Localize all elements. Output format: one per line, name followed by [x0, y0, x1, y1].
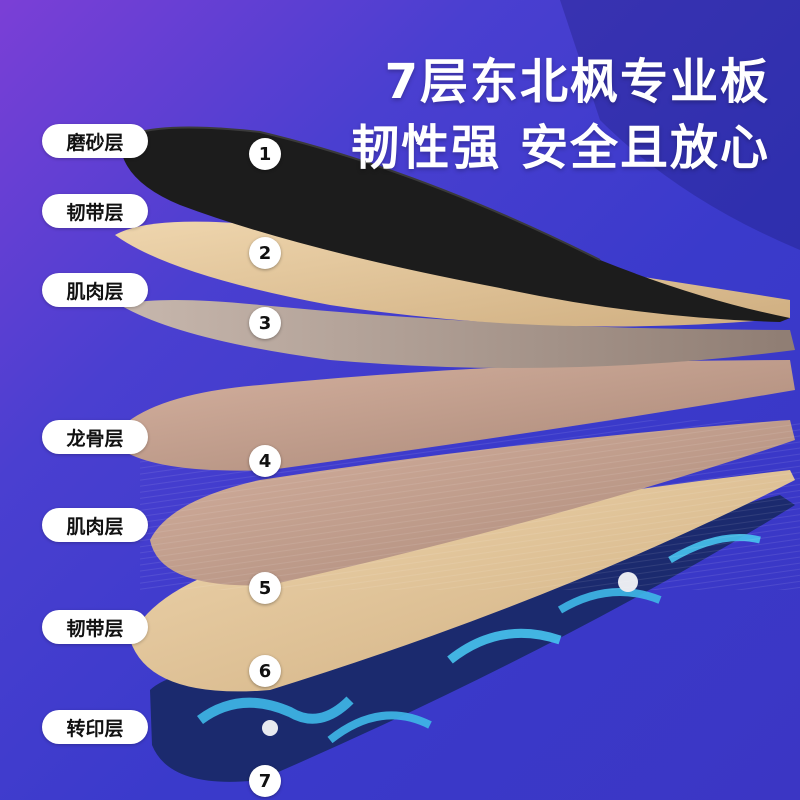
- layer-label-7: 转印层: [42, 710, 148, 744]
- grip-edge-highlight: [119, 126, 601, 261]
- layer-label-4: 龙骨层: [42, 420, 148, 454]
- layer-label-3: 肌肉层: [42, 273, 148, 307]
- layer-4-keel: [110, 360, 795, 471]
- layer-label-2: 韧带层: [42, 194, 148, 228]
- layer-number-5: 5: [249, 572, 281, 604]
- layer-label-1: 磨砂层: [42, 124, 148, 158]
- layer-number-2: 2: [249, 237, 281, 269]
- headline-line-2: 韧性强 安全且放心: [351, 120, 770, 176]
- layer-number-4: 4: [249, 445, 281, 477]
- layer-number-7: 7: [249, 765, 281, 797]
- layer-3-gray-maple: [120, 300, 795, 368]
- layer-number-3: 3: [249, 307, 281, 339]
- headline-line-1: 7层东北枫专业板: [384, 54, 770, 110]
- background-shape: [560, 0, 800, 250]
- layer-label-6: 韧带层: [42, 610, 148, 644]
- layer-label-5: 肌肉层: [42, 508, 148, 542]
- layer-number-1: 1: [249, 138, 281, 170]
- layer-1-grip-tape: [120, 127, 790, 322]
- layer-number-6: 6: [249, 655, 281, 687]
